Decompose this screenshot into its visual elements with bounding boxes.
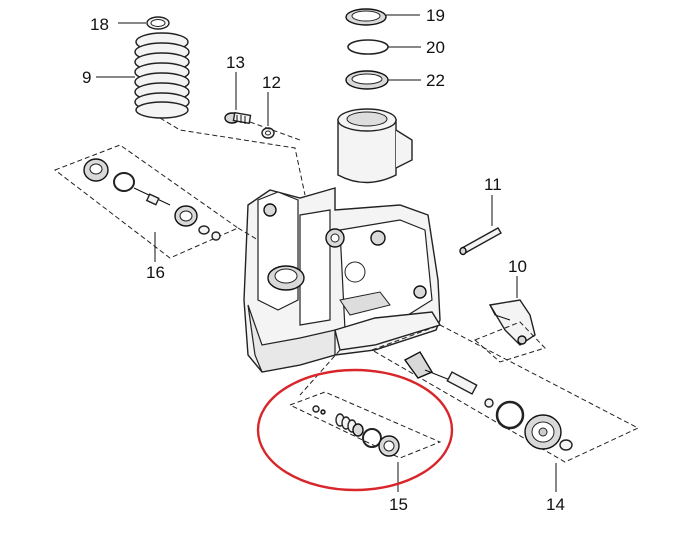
part-9-spring <box>134 32 190 119</box>
callout-14: 14 <box>546 495 565 514</box>
callout-22: 22 <box>426 71 445 90</box>
part-16-valve <box>53 144 240 259</box>
pump-body <box>243 108 442 373</box>
dash-9-to-body <box>159 117 306 196</box>
part-12-washer <box>261 127 275 139</box>
dash-10 <box>474 321 546 363</box>
part-19-ring <box>345 8 387 26</box>
part-11-pin <box>459 227 502 256</box>
callout-20: 20 <box>426 38 445 57</box>
part-18-ring <box>146 16 170 30</box>
dash-15-to-body <box>299 349 341 396</box>
part-13-bolt <box>224 111 252 125</box>
callout-12: 12 <box>262 73 281 92</box>
part-14-assembly <box>370 324 640 463</box>
part-15-valve <box>288 391 442 459</box>
dash-13-12 <box>249 121 301 141</box>
callout-19: 19 <box>426 6 445 25</box>
part-10-bracket <box>488 299 536 346</box>
callout-13: 13 <box>226 53 245 72</box>
highlight-circle <box>256 368 454 492</box>
callout-16: 16 <box>146 263 165 282</box>
callout-18: 18 <box>90 15 109 34</box>
callout-11: 11 <box>484 175 502 194</box>
part-22-ring <box>345 70 389 90</box>
callout-10: 10 <box>508 257 527 276</box>
callout-15: 15 <box>389 495 408 514</box>
dash-16-to-body <box>237 227 259 241</box>
callout-9: 9 <box>82 68 91 87</box>
part-20-ring <box>347 39 389 55</box>
